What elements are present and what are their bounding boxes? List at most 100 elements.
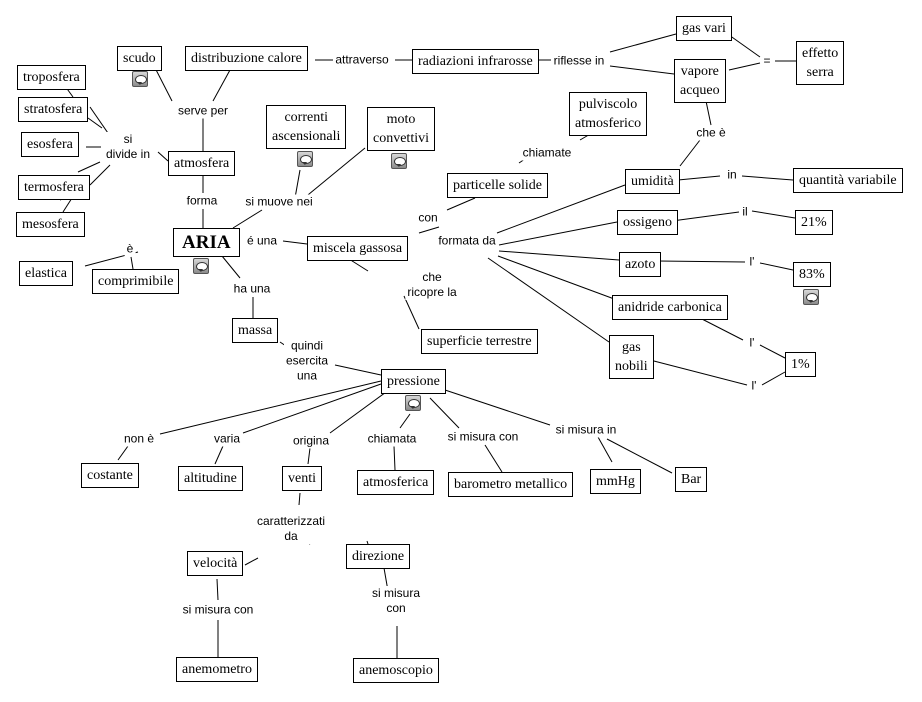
concept-atmosfera[interactable]: atmosfera (168, 151, 236, 176)
concept-massa[interactable]: massa (232, 318, 279, 343)
connector-line (496, 184, 626, 234)
connector-line (487, 257, 610, 343)
connector-line (157, 151, 169, 162)
link-quindi-esercita-una[interactable]: quindi esercita una (283, 338, 331, 384)
concept-atmosferica[interactable]: atmosferica (357, 470, 435, 495)
connector-line (497, 255, 618, 301)
connector-line (429, 397, 460, 429)
link-il[interactable]: il (740, 204, 750, 220)
link-l-gas[interactable]: l' (749, 378, 759, 394)
concept-effetto-serra[interactable]: effetto serra (796, 41, 845, 85)
concept-pressione[interactable]: pressione (381, 369, 446, 394)
connector-line (159, 380, 382, 435)
concept-scudo[interactable]: scudo (117, 46, 162, 71)
connector-line (393, 445, 396, 471)
concept-quantita-variabile[interactable]: quantità variabile (793, 168, 903, 193)
link-attraverso[interactable]: attraverso (333, 52, 391, 68)
note-icon-pressione[interactable] (405, 395, 421, 411)
concept-umidita[interactable]: umidità (625, 169, 680, 194)
connector-line (671, 211, 740, 222)
note-icon-scudo[interactable] (132, 71, 148, 87)
concept-mmhg[interactable]: mmHg (590, 469, 641, 494)
concept-troposfera[interactable]: troposfera (17, 65, 86, 90)
concept-distribuzione-calore[interactable]: distribuzione calore (185, 46, 308, 71)
connector-line (418, 226, 440, 234)
link-si-misura-in[interactable]: si misura in (553, 422, 619, 438)
link-che-e[interactable]: che è (694, 125, 728, 141)
concept-pulviscolo-atmosferico[interactable]: pulviscolo atmosferico (569, 92, 648, 136)
concept-bar[interactable]: Bar (675, 467, 708, 492)
link-l-azoto[interactable]: l' (747, 254, 757, 270)
connector-line (282, 240, 308, 245)
concept-anidride-carbonica[interactable]: anidride carbonica (612, 295, 728, 320)
link-in[interactable]: in (725, 167, 739, 183)
concept-moto-convettivi[interactable]: moto convettivi (367, 107, 435, 151)
link-si-divide-in[interactable]: si divide in (103, 132, 153, 162)
connector-line (741, 175, 794, 181)
concept-barometro-metallico[interactable]: barometro metallico (448, 472, 574, 497)
concept-termosfera[interactable]: termosfera (18, 175, 90, 200)
link-si-misura-con[interactable]: si misura con (445, 429, 521, 445)
link-origina[interactable]: origina (290, 433, 332, 449)
link-con[interactable]: con (416, 210, 440, 226)
concept-altitudine[interactable]: altitudine (178, 466, 243, 491)
connector-line (77, 161, 101, 173)
connector-line (441, 388, 551, 426)
concept-particelle-solide[interactable]: particelle solide (447, 173, 549, 198)
connector-line (705, 100, 712, 126)
concept-gas-nobili[interactable]: gas nobili (609, 335, 654, 379)
concept-miscela-gassosa[interactable]: miscela gassosa (307, 236, 409, 261)
link-caratterizzati-da[interactable]: caratterizzati da (254, 514, 328, 544)
link-ha-una[interactable]: ha una (231, 281, 273, 297)
concept-esosfera[interactable]: esosfera (21, 132, 79, 157)
concept-gas-vari[interactable]: gas vari (676, 16, 732, 41)
link-equals[interactable]: = (761, 53, 773, 69)
link-forma[interactable]: forma (184, 193, 220, 209)
link-e[interactable]: è (124, 241, 136, 257)
concept-vapore-acqueo[interactable]: vapore acqueo (674, 59, 726, 103)
link-l-anidride[interactable]: l' (747, 335, 757, 351)
note-icon-aria[interactable] (193, 258, 209, 274)
concept-azoto[interactable]: azoto (619, 252, 662, 277)
concept-aria[interactable]: ARIA (173, 228, 240, 257)
concept-stratosfera[interactable]: stratosfera (18, 97, 89, 122)
connector-line (366, 540, 369, 545)
concept-elastica[interactable]: elastica (19, 261, 73, 286)
link-si-misura-con-direzione[interactable]: si misura con (369, 586, 423, 616)
concept-correnti-ascensionali[interactable]: correnti ascensionali (266, 105, 347, 149)
link-formata-da[interactable]: formata da (436, 233, 498, 249)
connector-line (334, 364, 382, 376)
link-si-muove-nei[interactable]: si muove nei (243, 194, 315, 210)
concept-anemometro[interactable]: anemometro (176, 657, 258, 682)
link-chiamata[interactable]: chiamata (365, 431, 419, 447)
link-varia[interactable]: varia (211, 431, 243, 447)
connector-line (699, 317, 744, 341)
concept-direzione[interactable]: direzione (346, 544, 411, 569)
concept-anemoscopio[interactable]: anemoscopio (353, 658, 439, 683)
concept-21-percent[interactable]: 21% (795, 210, 833, 235)
note-icon-83-percent[interactable] (803, 289, 819, 305)
link-serve-per[interactable]: serve per (175, 103, 231, 119)
concept-comprimibile[interactable]: comprimibile (92, 269, 180, 294)
connector-line (117, 445, 129, 461)
concept-venti[interactable]: venti (282, 466, 322, 491)
note-icon-correnti-ascensionali[interactable] (297, 151, 313, 167)
concept-radiazioni-infrarosse[interactable]: radiazioni infrarosse (412, 49, 539, 74)
concept-1-percent[interactable]: 1% (785, 352, 816, 377)
concept-superficie-terrestre[interactable]: superficie terrestre (421, 329, 538, 354)
link-e-una[interactable]: é una (244, 233, 280, 249)
link-non-e[interactable]: non è (121, 431, 157, 447)
concept-83-percent[interactable]: 83% (793, 262, 831, 287)
connector-line (751, 210, 796, 219)
connector-line (232, 209, 263, 229)
link-riflesse-in[interactable]: riflesse in (551, 53, 607, 69)
link-che-ricopre-la[interactable]: che ricopre la (405, 270, 459, 300)
concept-ossigeno[interactable]: ossigeno (617, 210, 678, 235)
concept-mesosfera[interactable]: mesosfera (16, 212, 85, 237)
concept-velocita[interactable]: velocità (187, 551, 244, 576)
note-icon-moto-convettivi[interactable] (391, 153, 407, 169)
link-chiamate[interactable]: chiamate (520, 145, 574, 161)
link-si-misura-con-velocita[interactable]: si misura con (180, 602, 256, 618)
concept-costante[interactable]: costante (81, 463, 139, 488)
